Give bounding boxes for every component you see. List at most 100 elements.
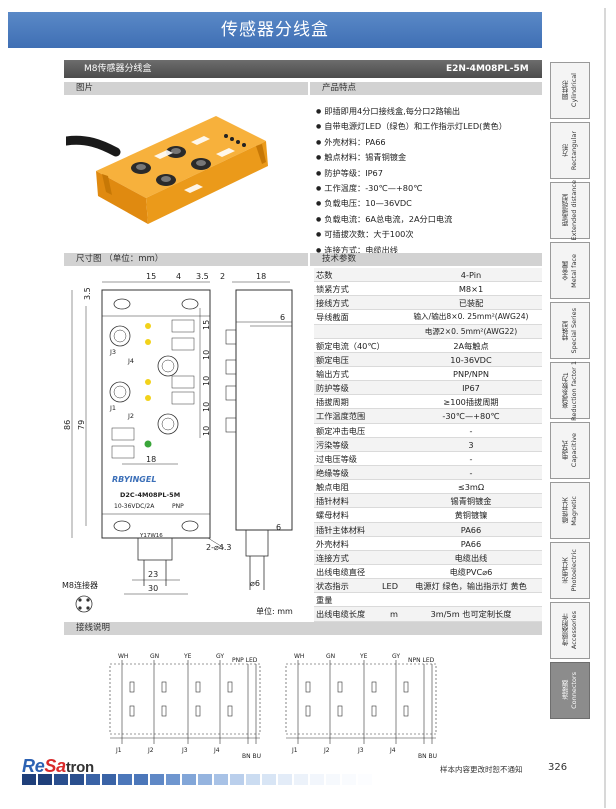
spec-key: 污染等级 <box>316 439 349 450</box>
spec-row: 绝缘等级- <box>314 465 542 481</box>
spec-key: 额定冲击电压 <box>316 425 366 436</box>
page-number: 326 <box>548 762 568 773</box>
dim-left-3-5: 3.5 <box>83 287 92 300</box>
pnp-wire-ye: YE <box>183 653 192 660</box>
sidebar-tab-en: Metal face <box>570 253 578 288</box>
page-header: 传感器分线盒 <box>8 12 542 48</box>
spec-row: 额定电流（40℃）2A每触点 <box>314 339 542 353</box>
dim-right-10a: 10 <box>202 350 211 360</box>
spec-value: M8×1 <box>458 284 484 295</box>
section-picture: 图片 <box>64 82 308 95</box>
sidebar-tab-en: Extended distance <box>570 180 578 241</box>
footer-square <box>230 774 244 785</box>
sidebar-tab-en: Special Series <box>570 307 578 354</box>
footer-square <box>70 774 84 785</box>
spec-value <box>400 593 542 606</box>
port-label-j2: J2 <box>127 412 134 420</box>
footer-square <box>326 774 340 785</box>
footer-square <box>358 774 372 785</box>
spec-value: 锡青铜镀金 <box>450 496 492 507</box>
port-group <box>109 325 179 435</box>
spec-key: 防护等级 <box>316 383 349 394</box>
sidebar-tab-en: Accessories <box>570 611 578 650</box>
port-label-j4: J4 <box>127 357 134 365</box>
footer-square <box>86 774 100 785</box>
npn-power: BN BU <box>418 753 437 760</box>
dimension-drawing: 15 4 3.5 2 18 3.5 J3 J4 J1 J2 <box>62 272 293 616</box>
spec-key: 重量 <box>316 595 333 606</box>
pnp-wire-gy: GY <box>216 653 224 660</box>
section-features: 产品特点 <box>310 82 542 95</box>
wiring-pnp: WH GN YE GY PNP LED J1 J2 J3 J4 BN BU <box>109 653 261 760</box>
dim-79: 79 <box>77 420 86 430</box>
spec-key: 过电压等级 <box>316 453 357 464</box>
box-model: D2C-4M08PL-5M <box>120 491 180 499</box>
spec-key: 导线截面 <box>316 312 349 323</box>
pnp-jack-j1: J1 <box>115 747 122 754</box>
hole-spec: 2-⌀4.3 <box>206 543 232 552</box>
spec-key: 锁紧方式 <box>316 284 349 295</box>
spec-key: 插拔周期 <box>316 397 349 408</box>
box-rating-type: PNP <box>172 503 184 510</box>
spec-key-extra: LED <box>381 581 398 592</box>
spec-row: 锁紧方式 M8×1 <box>314 282 542 297</box>
spec-row: 额定冲击电压- <box>314 424 542 438</box>
sidebar-tab-zh: 光电开关 <box>562 557 570 584</box>
footer-square <box>166 774 180 785</box>
port-label-j1: J1 <box>109 404 116 412</box>
spec-row: 工作温度范围-30℃—+80℃ <box>314 409 542 424</box>
pnp-power: BN BU <box>242 753 261 760</box>
brand-logo: ReSatron <box>22 756 94 777</box>
pnp-wire-gn: GN <box>150 653 159 660</box>
footer-square <box>294 774 308 785</box>
npn-wire-gn: GN <box>326 653 335 660</box>
box-code: Y17W16 <box>139 533 163 539</box>
footer-square <box>246 774 260 785</box>
spec-row: 出线电缆直径电缆PVC⌀6 <box>314 565 542 580</box>
feature-item: 连接方式：电缆出线 <box>316 243 542 258</box>
spec-row: 过电压等级- <box>314 452 542 466</box>
spec-value: PA66 <box>460 524 482 535</box>
port-label-j3: J3 <box>109 348 116 356</box>
footer-square <box>278 774 292 785</box>
spec-key: 出线电缆直径 <box>316 566 366 577</box>
sidebar-tab-en: Capacitive <box>570 433 578 468</box>
spec-value: 电源灯 绿色，输出指示灯 黄色 <box>415 581 527 592</box>
dim-right-10d: 10 <box>202 426 211 436</box>
spec-row: 电源2×0. 5mm²(AWG22) <box>314 324 542 339</box>
spec-value: 电源2×0. 5mm²(AWG22) <box>424 326 518 336</box>
dim-top-15: 15 <box>146 272 156 281</box>
sidebar-tab-zh: 方形 <box>562 144 570 157</box>
spec-key: 工作温度范围 <box>316 411 366 422</box>
spec-value: - <box>469 467 473 478</box>
section-dimensions: 尺寸图 （单位：mm） <box>64 253 308 266</box>
feature-item: 自带电源灯LED（绿色）和工作指示灯LED(黄色） <box>316 119 542 134</box>
footer-square <box>134 774 148 785</box>
pnp-jack-j3: J3 <box>181 747 188 754</box>
feature-item: 外壳材料：PA66 <box>316 135 542 150</box>
feature-item: 触点材料：锡青铜镀金 <box>316 150 542 165</box>
spec-key-extra: m <box>390 609 398 620</box>
spec-key: 外壳材料 <box>316 538 349 549</box>
footer-squares <box>22 774 372 785</box>
footer-square <box>54 774 68 785</box>
npn-led-label: NPN LED <box>408 657 435 664</box>
feature-item: 防护等级：IP67 <box>316 166 542 181</box>
